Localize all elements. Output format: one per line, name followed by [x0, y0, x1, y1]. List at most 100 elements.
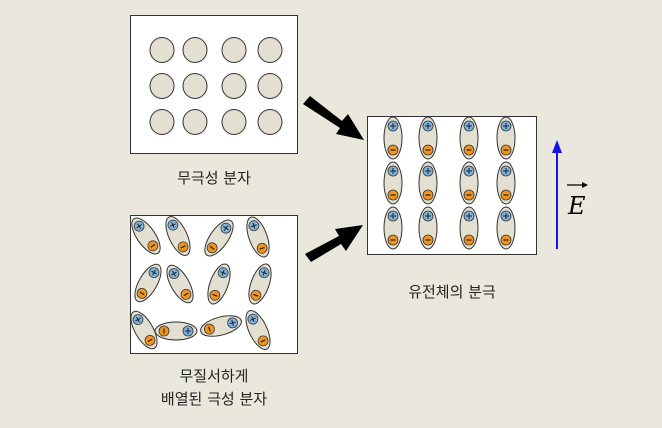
black-arrow-icon	[303, 96, 364, 140]
positive-charge	[227, 317, 238, 329]
random-polar-label-line1: 무질서하게	[179, 367, 249, 385]
nonpolar-molecule	[257, 109, 283, 135]
negative-charge	[136, 287, 148, 299]
polar-molecule	[130, 310, 158, 350]
molecule-body	[166, 264, 194, 304]
polar-molecule	[418, 116, 438, 160]
dielectric-polarization-label: 유전체의 분극	[408, 283, 496, 301]
positive-charge	[148, 267, 160, 279]
nonpolar-molecule	[182, 37, 208, 63]
positive-charge	[167, 219, 179, 231]
negative-charge	[204, 323, 215, 335]
negative-charge	[144, 334, 156, 346]
molecule-body	[165, 216, 191, 256]
negative-charge	[500, 189, 512, 201]
molecule-body	[248, 263, 272, 305]
polar-molecule	[496, 116, 516, 160]
negative-charge	[463, 144, 475, 156]
negative-charge	[500, 234, 512, 246]
positive-charge	[500, 120, 512, 132]
molecule-body	[207, 263, 231, 305]
positive-charge	[500, 210, 512, 222]
molecule-body	[131, 217, 161, 255]
polar-molecule	[200, 315, 242, 337]
positive-charge	[258, 267, 270, 279]
polar-molecule	[383, 161, 403, 205]
nonpolar-molecule	[182, 73, 208, 99]
negative-charge	[180, 288, 192, 300]
negative-charge	[206, 242, 218, 254]
polar-molecule	[383, 116, 403, 160]
positive-charge	[422, 210, 434, 222]
negative-charge	[257, 335, 269, 347]
negative-charge	[463, 189, 475, 201]
polar-molecule	[459, 116, 479, 160]
polar-molecule	[383, 206, 403, 250]
nonpolar-molecule	[149, 109, 175, 135]
nonpolar-molecules	[149, 37, 283, 135]
nonpolar-molecule	[182, 109, 208, 135]
polar-molecule	[134, 263, 162, 303]
polar-molecule	[496, 161, 516, 205]
positive-charge	[220, 222, 232, 234]
negative-charge	[500, 144, 512, 156]
positive-charge	[168, 268, 180, 280]
polar-molecule	[459, 161, 479, 205]
negative-charge	[250, 289, 262, 301]
positive-charge	[133, 220, 145, 232]
positive-charge	[247, 313, 259, 325]
negative-charge	[177, 241, 189, 253]
negative-charge	[422, 234, 434, 246]
negative-charge	[209, 289, 221, 301]
polar-molecule	[459, 206, 479, 250]
nonpolar-molecule	[221, 37, 247, 63]
negative-charge	[387, 144, 399, 156]
negative-charge	[158, 325, 170, 337]
nonpolar-molecules-label: 무극성 분자	[177, 169, 251, 187]
nonpolar-molecule	[257, 73, 283, 99]
positive-charge	[182, 325, 194, 337]
positive-charge	[248, 220, 260, 232]
random-polar-molecules	[130, 216, 272, 350]
negative-charge	[463, 234, 475, 246]
nonpolar-molecule	[149, 37, 175, 63]
aligned-polar-molecules	[383, 116, 516, 250]
polar-molecule	[154, 321, 198, 341]
positive-charge	[422, 120, 434, 132]
molecule-body	[134, 263, 162, 303]
nonpolar-molecule	[149, 73, 175, 99]
positive-charge	[387, 165, 399, 177]
positive-charge	[132, 314, 144, 326]
polar-molecule	[418, 206, 438, 250]
polar-molecule	[248, 263, 272, 305]
negative-charge	[422, 189, 434, 201]
positive-charge	[387, 210, 399, 222]
negative-charge	[387, 234, 399, 246]
random-polar-label-line2: 배열된 극성 분자	[160, 390, 268, 408]
polar-molecule	[418, 161, 438, 205]
polar-molecule	[246, 216, 270, 258]
molecule-body	[246, 216, 270, 258]
positive-charge	[463, 120, 475, 132]
nonpolar-molecule	[221, 109, 247, 135]
polar-molecule	[204, 219, 234, 257]
negative-charge	[256, 242, 268, 254]
molecule-body	[245, 310, 271, 350]
negative-charge	[147, 240, 159, 252]
polar-molecule	[496, 206, 516, 250]
molecule-body	[204, 219, 234, 257]
polar-molecule	[207, 263, 231, 305]
nonpolar-molecule	[221, 73, 247, 99]
polar-molecule	[131, 217, 161, 255]
field-vector-bar-head	[582, 182, 588, 188]
positive-charge	[463, 210, 475, 222]
positive-charge	[463, 165, 475, 177]
positive-charge	[500, 165, 512, 177]
positive-charge	[217, 267, 229, 279]
polar-molecule	[165, 216, 191, 256]
polar-molecule	[245, 310, 271, 350]
negative-charge	[422, 144, 434, 156]
positive-charge	[422, 165, 434, 177]
nonpolar-molecule	[257, 37, 283, 63]
